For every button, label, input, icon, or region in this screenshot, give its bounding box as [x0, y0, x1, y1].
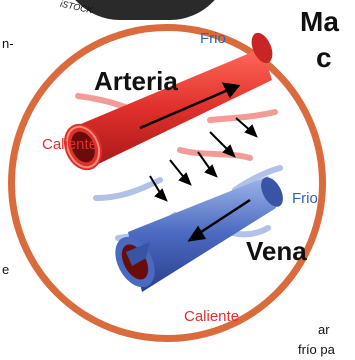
vein-label: Vena — [246, 236, 307, 267]
cold-label-right: Frio — [292, 190, 318, 207]
artery-label: Arteria — [94, 66, 178, 97]
hot-label-left: Caliente — [42, 136, 97, 153]
cold-label-top: Frio — [200, 30, 226, 47]
hot-label-bottom: Caliente — [184, 308, 239, 325]
